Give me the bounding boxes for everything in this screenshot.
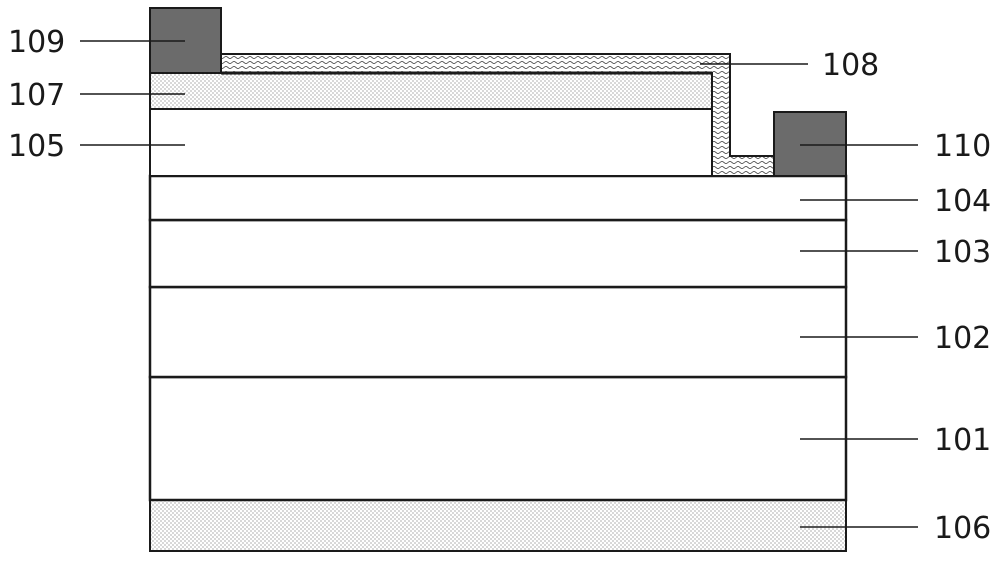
label-104: 104 [934,184,991,219]
label-101: 101 [934,423,991,458]
layer-102 [148,285,848,379]
layer-107 [149,72,713,110]
layer-105 [149,108,713,177]
layer-101 [148,375,848,502]
label-110: 110 [934,129,991,164]
label-109: 109 [8,25,65,60]
layer-106 [149,499,847,552]
label-108: 108 [822,48,879,83]
label-103: 103 [934,235,991,270]
electrode-110 [773,111,847,177]
label-102: 102 [934,321,991,356]
label-107: 107 [8,78,65,113]
layer-104 [148,174,848,222]
label-106: 106 [934,511,991,546]
layer-103 [148,218,848,289]
label-105: 105 [8,129,65,164]
